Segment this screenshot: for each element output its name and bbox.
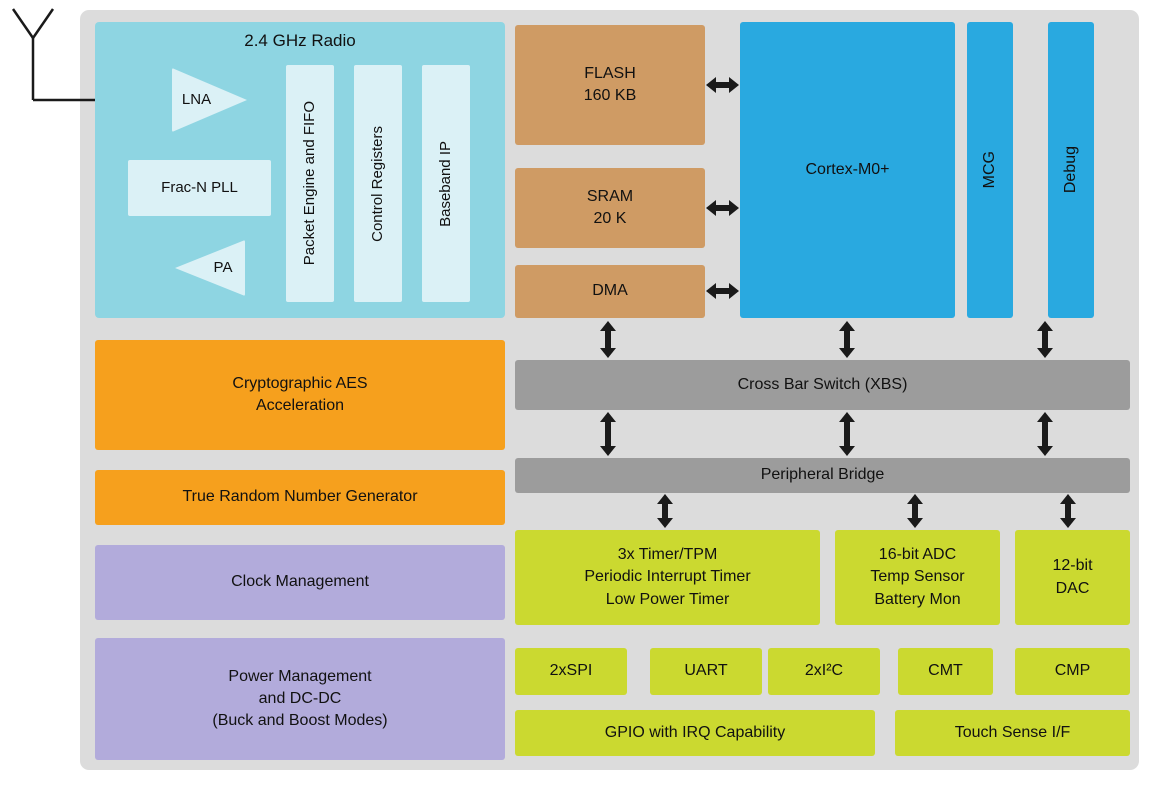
baseband-ip-label: Baseband IP bbox=[436, 140, 454, 227]
timers-label: 3x Timer/TPM Periodic Interrupt Timer Lo… bbox=[584, 546, 751, 608]
arrow-debug-xbs bbox=[1037, 321, 1053, 358]
cortex-m0plus-label: Cortex-M0+ bbox=[805, 160, 890, 178]
arrow-xbs-bridge-right bbox=[1037, 412, 1053, 456]
clock-management-label: Clock Management bbox=[231, 573, 369, 591]
baseband-ip-block: Baseband IP bbox=[422, 65, 470, 302]
arrow-cortex-xbs bbox=[839, 321, 855, 358]
timers-block: 3x Timer/TPM Periodic Interrupt Timer Lo… bbox=[515, 530, 820, 625]
dma-label: DMA bbox=[592, 282, 628, 300]
power-management-block: Power Management and DC-DC (Buck and Boo… bbox=[95, 638, 505, 760]
lna-amplifier: LNA bbox=[172, 68, 247, 132]
frac-n-pll-block: Frac-N PLL bbox=[128, 160, 271, 216]
gpio-block: GPIO with IRQ Capability bbox=[515, 710, 875, 756]
mcg-label: MCG bbox=[980, 151, 998, 189]
cortex-m0plus-block: Cortex-M0+ bbox=[740, 22, 955, 318]
radio-block: 2.4 GHz Radio LNA Frac-N PLL PA Packet E… bbox=[95, 22, 505, 318]
control-registers-block: Control Registers bbox=[354, 65, 402, 302]
sram-label: SRAM 20 K bbox=[586, 187, 634, 227]
crossbar-switch-label: Cross Bar Switch (XBS) bbox=[737, 375, 908, 393]
arrow-flash-cortex bbox=[706, 77, 739, 93]
i2c-label: 2xI²C bbox=[804, 662, 844, 680]
peripheral-bridge-label: Peripheral Bridge bbox=[760, 466, 885, 484]
packet-engine-block: Packet Engine and FIFO bbox=[286, 65, 334, 302]
pa-amplifier: PA bbox=[175, 240, 245, 296]
arrow-dma-xbs bbox=[600, 321, 616, 358]
frac-n-pll-label: Frac-N PLL bbox=[161, 178, 238, 196]
adc-label: 16-bit ADC Temp Sensor Battery Mon bbox=[870, 546, 965, 608]
uart-block: UART bbox=[650, 648, 762, 695]
touch-sense-label: Touch Sense I/F bbox=[954, 723, 1071, 741]
spi-block: 2xSPI bbox=[515, 648, 627, 695]
uart-label: UART bbox=[684, 662, 728, 680]
arrow-bridge-adc bbox=[907, 494, 923, 528]
antenna-icon bbox=[11, 8, 55, 100]
crossbar-switch-block: Cross Bar Switch (XBS) bbox=[515, 360, 1130, 410]
peripheral-bridge-block: Peripheral Bridge bbox=[515, 458, 1130, 493]
gpio-label: GPIO with IRQ Capability bbox=[604, 723, 786, 741]
arrow-xbs-bridge-center bbox=[839, 412, 855, 456]
adc-block: 16-bit ADC Temp Sensor Battery Mon bbox=[835, 530, 1000, 625]
arrow-sram-cortex bbox=[706, 200, 739, 216]
arrow-bridge-timers bbox=[657, 494, 673, 528]
arrow-dma-cortex bbox=[706, 283, 739, 299]
debug-label: Debug bbox=[1061, 146, 1079, 194]
debug-block: Debug bbox=[1048, 22, 1094, 318]
flash-block: FLASH 160 KB bbox=[515, 25, 705, 145]
lna-label: LNA bbox=[181, 90, 212, 108]
trng-block: True Random Number Generator bbox=[95, 470, 505, 525]
cmp-label: CMP bbox=[1054, 662, 1091, 680]
touch-sense-block: Touch Sense I/F bbox=[895, 710, 1130, 756]
spi-label: 2xSPI bbox=[549, 662, 593, 680]
arrow-xbs-bridge-left bbox=[600, 412, 616, 456]
dac-block: 12-bit DAC bbox=[1015, 530, 1130, 625]
cmt-block: CMT bbox=[898, 648, 993, 695]
flash-label: FLASH 160 KB bbox=[583, 64, 637, 104]
mcg-block: MCG bbox=[967, 22, 1013, 318]
pa-label: PA bbox=[213, 258, 233, 276]
radio-title: 2.4 GHz Radio bbox=[244, 31, 356, 50]
trng-label: True Random Number Generator bbox=[182, 488, 418, 506]
arrow-bridge-dac bbox=[1060, 494, 1076, 528]
i2c-block: 2xI²C bbox=[768, 648, 880, 695]
clock-management-block: Clock Management bbox=[95, 545, 505, 620]
packet-engine-label: Packet Engine and FIFO bbox=[300, 101, 318, 266]
control-registers-label: Control Registers bbox=[368, 125, 386, 242]
aes-block: Cryptographic AES Acceleration bbox=[95, 340, 505, 450]
dma-block: DMA bbox=[515, 265, 705, 318]
aes-label: Cryptographic AES Acceleration bbox=[232, 374, 368, 414]
cmt-label: CMT bbox=[928, 662, 963, 680]
power-management-label: Power Management and DC-DC (Buck and Boo… bbox=[212, 667, 388, 730]
sram-block: SRAM 20 K bbox=[515, 168, 705, 248]
cmp-block: CMP bbox=[1015, 648, 1130, 695]
dac-label: 12-bit DAC bbox=[1052, 557, 1093, 597]
